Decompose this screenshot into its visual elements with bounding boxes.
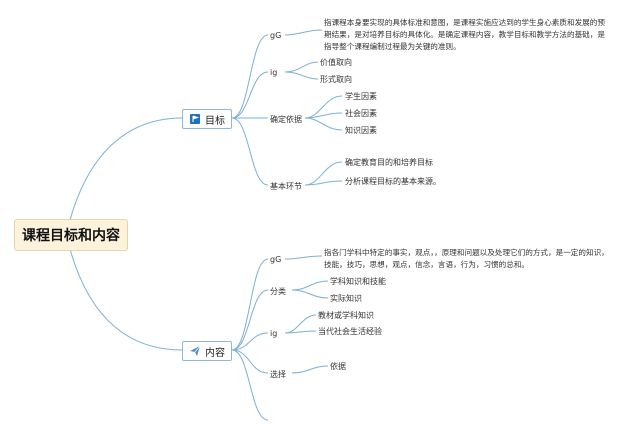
branch-goal[interactable]: 目标 — [182, 109, 232, 129]
root-topic[interactable]: 课程目标和内容 — [14, 219, 128, 251]
branch-content-label: 内容 — [205, 347, 225, 359]
goal-definition-text[interactable]: 指课程本身要实现的具体标准和意图，是课程实施应达到的学生身心素质和发展的预期结果… — [324, 18, 605, 51]
content-definition-key[interactable]: gG — [270, 255, 282, 264]
goal-orientation-item-1[interactable]: 价值取向 — [320, 58, 352, 67]
root-title: 课程目标和内容 — [22, 228, 120, 244]
branch-goal-label: 目标 — [205, 115, 225, 127]
content-select-item-1[interactable]: 依据 — [330, 362, 346, 371]
goal-basis-item-3[interactable]: 知识因素 — [345, 126, 377, 135]
connector-content-definition — [231, 258, 269, 351]
branch-content[interactable]: 内容 — [182, 341, 232, 361]
goal-basis-label[interactable]: 确定依据 — [270, 115, 302, 124]
flag-icon — [189, 113, 201, 125]
goal-orientation-item-2[interactable]: 形式取向 — [320, 75, 352, 84]
content-classify-item-2[interactable]: 实际知识 — [330, 294, 362, 303]
goal-basis-item-2[interactable]: 社会因素 — [345, 109, 377, 118]
goal-steps-label[interactable]: 基本环节 — [270, 182, 302, 191]
paper-plane-icon — [189, 345, 201, 357]
connector-content-orientation — [231, 332, 269, 351]
connector-root-goal — [69, 117, 183, 221]
content-select-label[interactable]: 选择 — [270, 370, 286, 379]
connector-content-extra — [231, 349, 269, 421]
goal-basis-item-1[interactable]: 学生因素 — [345, 92, 377, 101]
content-classify-label[interactable]: 分类 — [270, 287, 286, 296]
goal-steps-item-2[interactable]: 分析课程目标的基本来源。 — [345, 177, 441, 186]
content-definition-text[interactable]: 指各门学科中特定的事实，观点，，原理和问题以及处理它们的方式，是一定的知识，技能… — [324, 248, 609, 269]
content-orientation-item-1[interactable]: 教材或学科知识 — [318, 311, 374, 320]
goal-definition-key[interactable]: gG — [270, 31, 282, 40]
connector-root-content — [69, 248, 183, 351]
connector-content-select — [231, 349, 269, 374]
connector-content-classify — [231, 289, 269, 351]
content-orientation-key[interactable]: ig — [270, 329, 278, 338]
connector-goal-steps — [231, 117, 269, 186]
connector-goal-definition — [231, 34, 269, 119]
goal-orientation-key[interactable]: ig — [270, 68, 278, 77]
connector-goal-orientation — [231, 71, 269, 119]
goal-steps-item-1[interactable]: 确定教育目的和培养目标 — [345, 158, 433, 167]
content-orientation-item-2[interactable]: 当代社会生活经验 — [318, 327, 382, 336]
content-classify-item-1[interactable]: 学科知识和技能 — [330, 277, 386, 286]
